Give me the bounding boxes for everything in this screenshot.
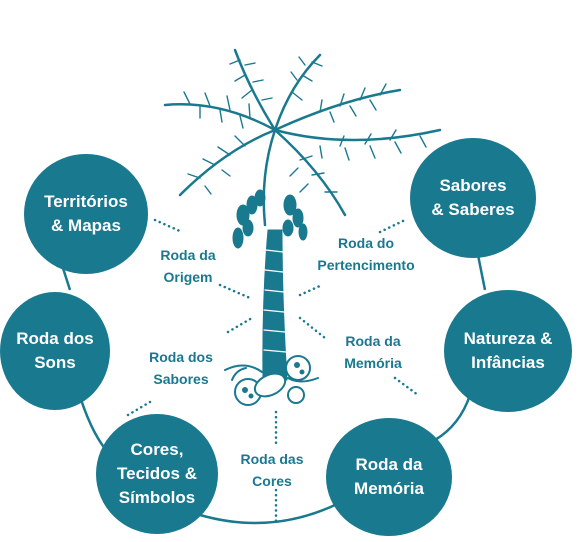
node-roda-dos-sons: Roda dos Sons bbox=[0, 292, 110, 410]
label-roda-das-cores: Roda das Cores bbox=[240, 451, 304, 489]
dotted-connectors bbox=[126, 218, 420, 527]
label-roda-dos-sabores: Roda dos Sabores bbox=[149, 349, 213, 387]
node-sabores-saberes: Sabores & Saberes bbox=[410, 138, 536, 258]
node-label: Roda dos Sons bbox=[16, 329, 94, 372]
node-territorios-mapas: Territórios & Mapas bbox=[24, 154, 148, 274]
ring-arc-bottom bbox=[199, 503, 336, 525]
label-roda-da-origem: Roda da Origem bbox=[160, 247, 216, 285]
acai-palm-tree-icon bbox=[163, 48, 442, 406]
ring-arc-right-upper bbox=[476, 254, 487, 291]
node-roda-da-memoria: Roda da Memória bbox=[326, 418, 452, 536]
ring-arc-right-lower bbox=[434, 394, 472, 442]
label-roda-da-memoria: Roda da Memória bbox=[344, 333, 402, 371]
node-cores-tecidos-simbolos: Cores, Tecidos & Símbolos bbox=[96, 414, 218, 534]
node-natureza-infancias: Natureza & Infâncias bbox=[444, 290, 572, 412]
node-label: Roda da Memória bbox=[354, 455, 424, 498]
node-label: Natureza & Infâncias bbox=[463, 329, 553, 372]
label-roda-do-pertencimento: Roda do Pertencimento bbox=[317, 235, 415, 273]
node-label: Cores, Tecidos & Símbolos bbox=[117, 440, 197, 507]
node-label: Sabores & Saberes bbox=[431, 176, 515, 219]
node-label: Territórios & Mapas bbox=[44, 192, 128, 235]
